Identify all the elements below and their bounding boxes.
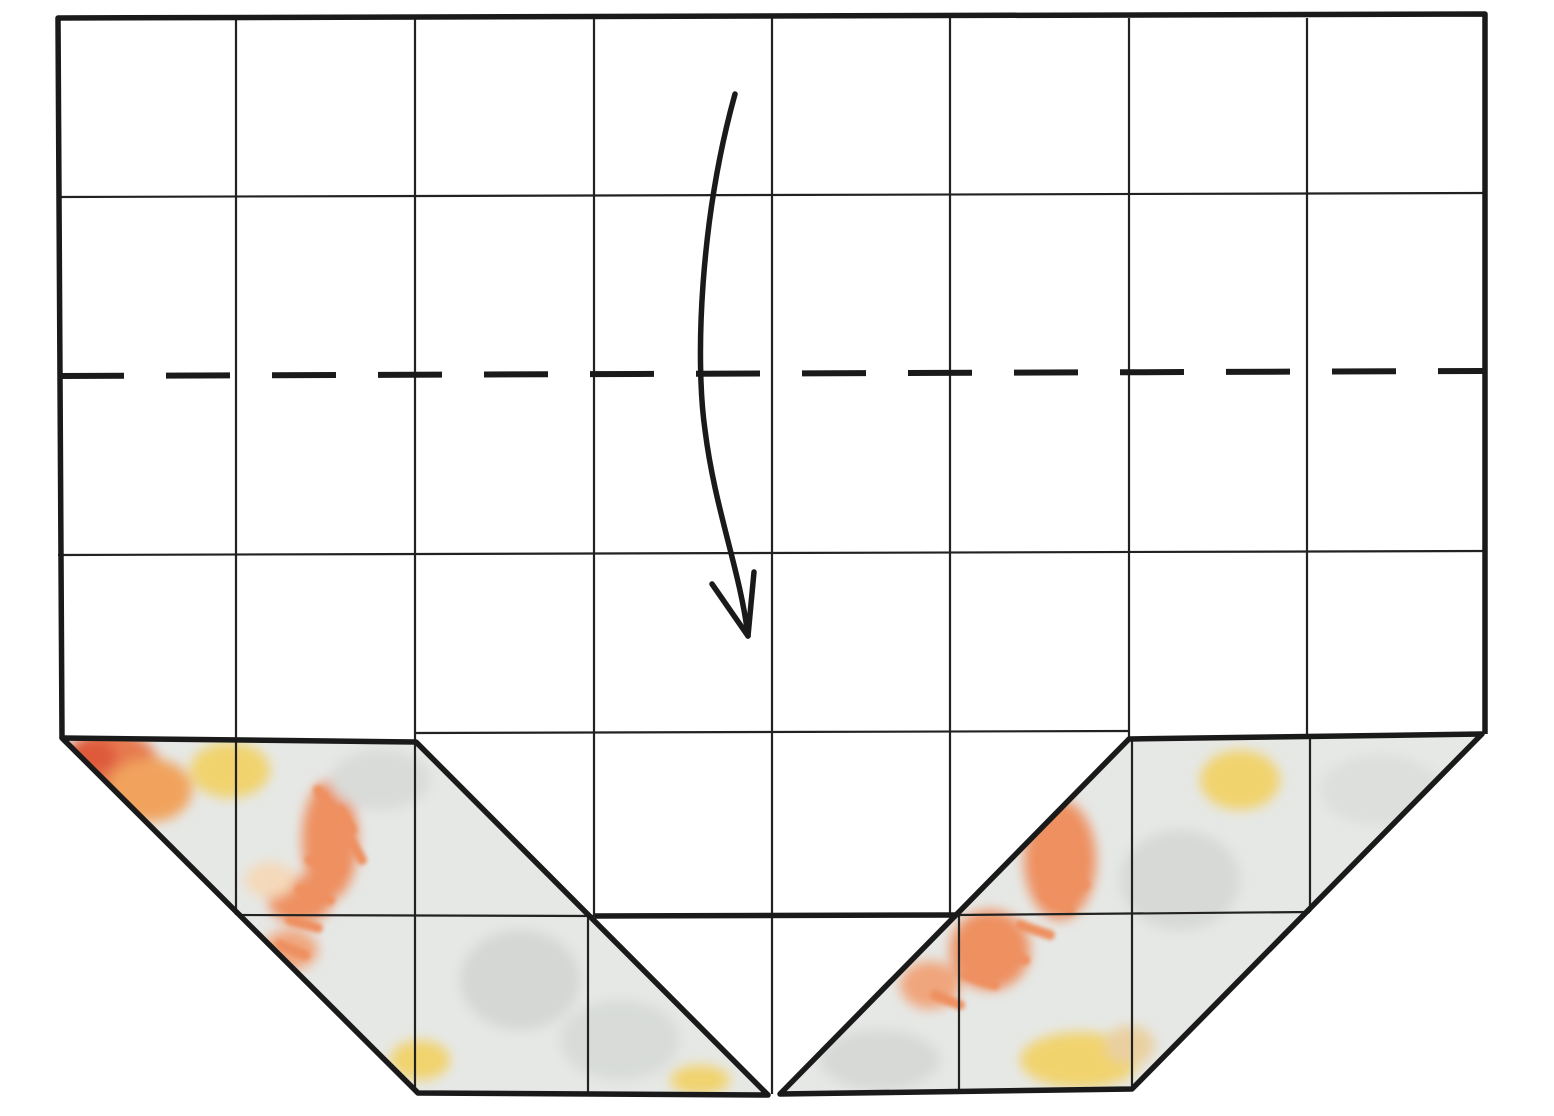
petal-mark bbox=[1200, 750, 1280, 810]
left-flap-outline bbox=[59, 735, 771, 1098]
petal-stroke bbox=[345, 835, 367, 865]
petal-stroke bbox=[295, 885, 335, 905]
grid-line-horizontal bbox=[415, 729, 1130, 735]
petal-mark bbox=[560, 1000, 680, 1080]
arrow-head bbox=[709, 569, 757, 639]
left-flap-petal-strokes bbox=[275, 785, 367, 960]
petal-stroke bbox=[1040, 890, 1075, 915]
petal-stroke bbox=[305, 855, 345, 875]
petal-mark bbox=[1120, 830, 1240, 930]
petal-mark bbox=[1320, 755, 1440, 825]
petal-stroke bbox=[1055, 840, 1087, 865]
petal-mark bbox=[330, 750, 430, 810]
petal-mark bbox=[245, 862, 295, 898]
petal-stroke bbox=[930, 990, 965, 1010]
grid-line-horizontal bbox=[57, 191, 1486, 199]
right-flap-outline bbox=[777, 731, 1485, 1097]
grid-line-horizontal bbox=[57, 549, 1486, 557]
petal-mark bbox=[460, 930, 580, 1030]
petal-stroke bbox=[1055, 865, 1090, 890]
petal-stroke bbox=[313, 785, 337, 815]
petal-stroke bbox=[1045, 815, 1075, 840]
valley-fold-dashed-line bbox=[59, 368, 1486, 379]
right-flap-petal-strokes bbox=[930, 815, 1090, 1010]
petal-mark bbox=[820, 1030, 940, 1090]
center-white-panel bbox=[595, 915, 956, 1095]
grid-line-horizontal-flap bbox=[955, 910, 1311, 917]
petal-stroke bbox=[1015, 920, 1055, 940]
grid-line-horizontal-flap bbox=[239, 913, 596, 918]
petal-stroke bbox=[285, 915, 323, 933]
petal-stroke bbox=[335, 805, 357, 835]
petal-mark bbox=[1105, 1025, 1155, 1065]
petal-mark bbox=[108, 758, 192, 822]
petal-mark bbox=[190, 742, 270, 798]
petal-mark bbox=[390, 1040, 450, 1080]
petal-mark bbox=[670, 1065, 730, 1095]
petal-stroke bbox=[960, 970, 1000, 990]
paper-top-outline bbox=[55, 11, 1488, 739]
petal-stroke bbox=[990, 945, 1030, 965]
paper-outlines bbox=[55, 11, 1488, 1098]
fold-down-arrow-icon bbox=[697, 91, 757, 639]
center-panel-top-edge bbox=[594, 912, 957, 919]
petal-stroke bbox=[275, 940, 310, 960]
arrow-shaft bbox=[697, 91, 751, 639]
